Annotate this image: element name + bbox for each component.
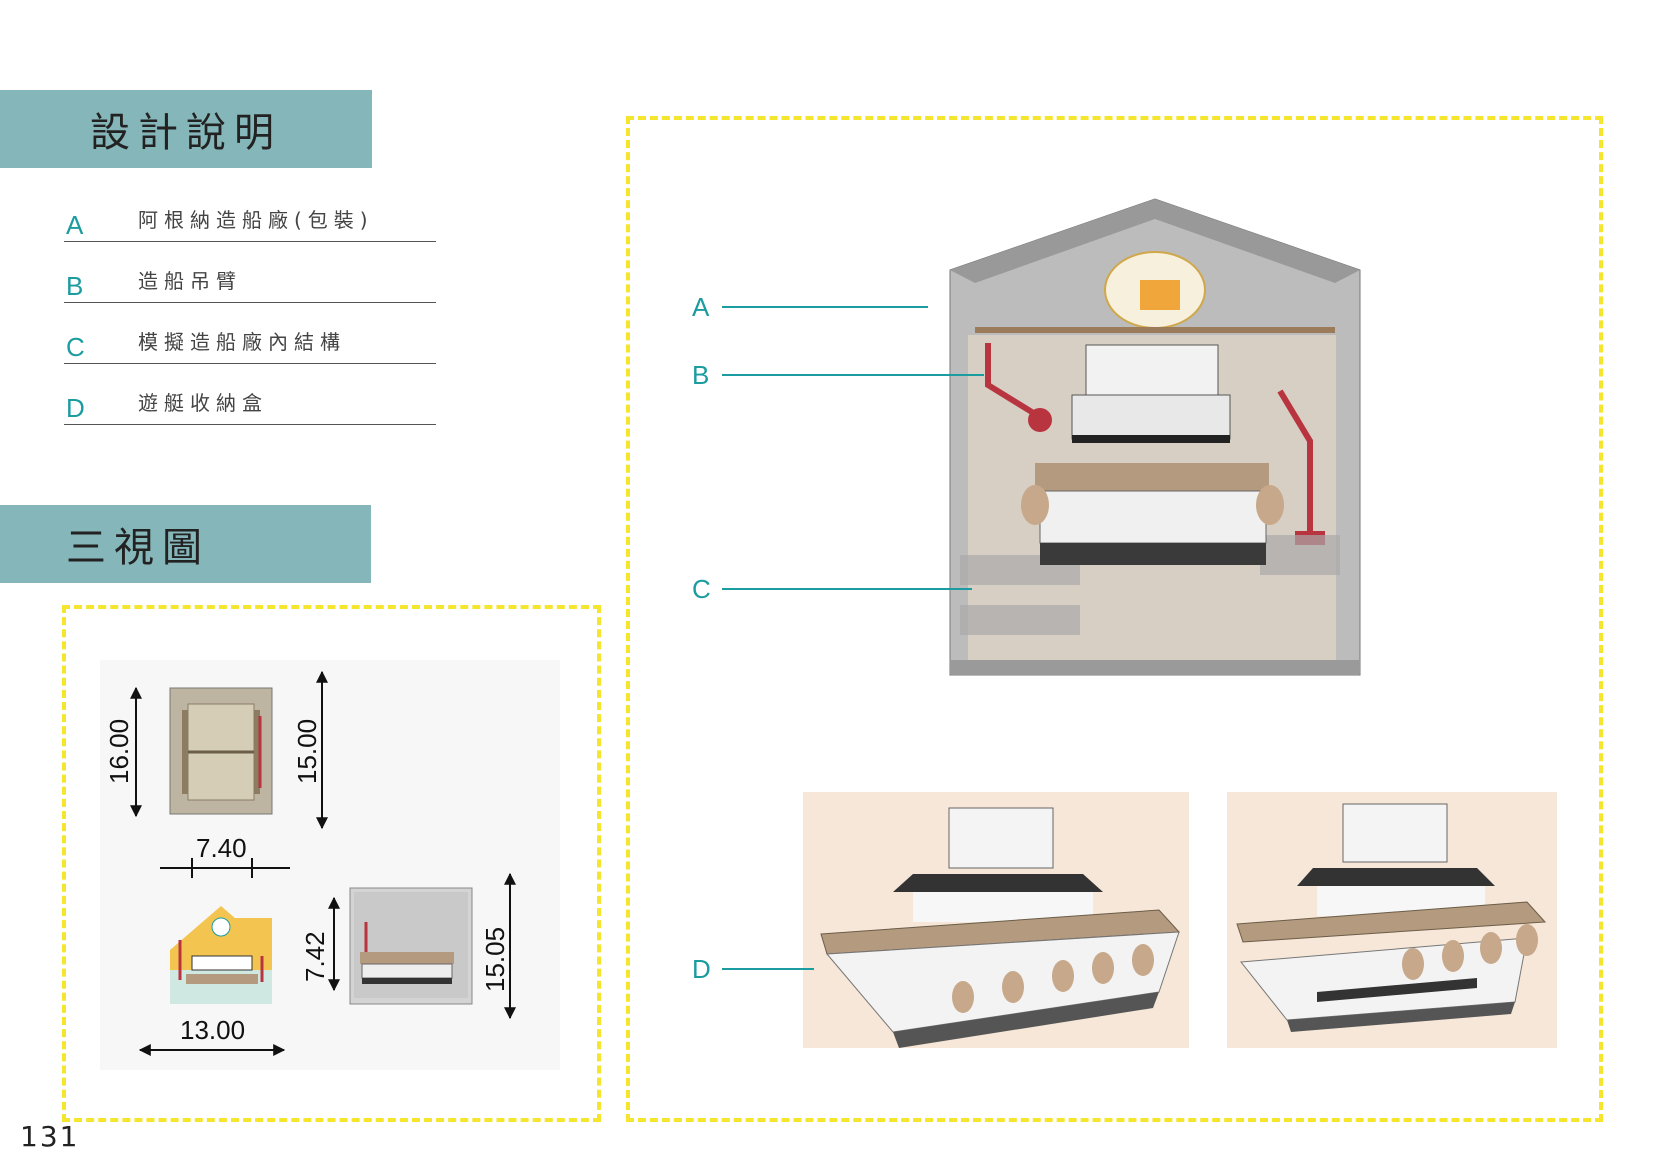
dim-label-16: 16.00 xyxy=(104,719,134,784)
legend-label: 模擬造船廠內結構 xyxy=(138,330,346,354)
dim-label-7-40: 7.40 xyxy=(196,833,247,863)
dim-label-7-42: 7.42 xyxy=(300,931,330,982)
callout-line-c xyxy=(722,588,972,590)
yacht-render-1 xyxy=(803,792,1189,1048)
side-view-image xyxy=(349,887,473,1005)
legend-letter: D xyxy=(66,393,85,423)
callout-line-b xyxy=(722,374,984,376)
legend-label: 造船吊臂 xyxy=(138,269,242,293)
legend-item-b: B 造船吊臂 xyxy=(64,258,436,303)
model-frame xyxy=(626,116,1603,1122)
callout-letter-d: D xyxy=(692,954,711,984)
callout-line-d xyxy=(722,968,814,970)
legend-item-a: A 阿根納造船廠(包裝) xyxy=(64,197,436,242)
shipyard-render xyxy=(949,198,1361,676)
section-banner-views: 三視圖 xyxy=(0,505,371,583)
section-title-design: 設計說明 xyxy=(90,110,282,156)
section-banner-design: 設計說明 xyxy=(0,90,372,168)
dim-label-13: 13.00 xyxy=(180,1015,245,1045)
legend-label: 遊艇收納盒 xyxy=(138,391,268,415)
front-view-image xyxy=(170,906,272,1004)
yacht-render-2 xyxy=(1227,792,1557,1048)
legend-letter: B xyxy=(66,271,84,301)
legend-item-d: D 遊艇收納盒 xyxy=(64,380,436,425)
callout-letter-b: B xyxy=(692,360,710,390)
page-number: 131 xyxy=(20,1120,80,1153)
three-view-frame xyxy=(62,605,601,1122)
legend-item-c: C 模擬造船廠內結構 xyxy=(64,319,436,364)
section-title-views: 三視圖 xyxy=(66,525,210,571)
three-view-drawing: 16.00 15.00 7.40 13.00 7.42 15.05 xyxy=(100,660,560,1070)
dim-label-15-05: 15.05 xyxy=(480,927,510,992)
callout-letter-c: C xyxy=(692,574,711,604)
dim-label-15: 15.00 xyxy=(292,719,322,784)
legend-label: 阿根納造船廠(包裝) xyxy=(138,208,374,232)
legend-letter: C xyxy=(66,332,85,362)
legend-letter: A xyxy=(66,210,84,240)
callout-letter-a: A xyxy=(692,292,710,322)
callout-line-a xyxy=(722,306,928,308)
top-view-image xyxy=(169,687,273,815)
